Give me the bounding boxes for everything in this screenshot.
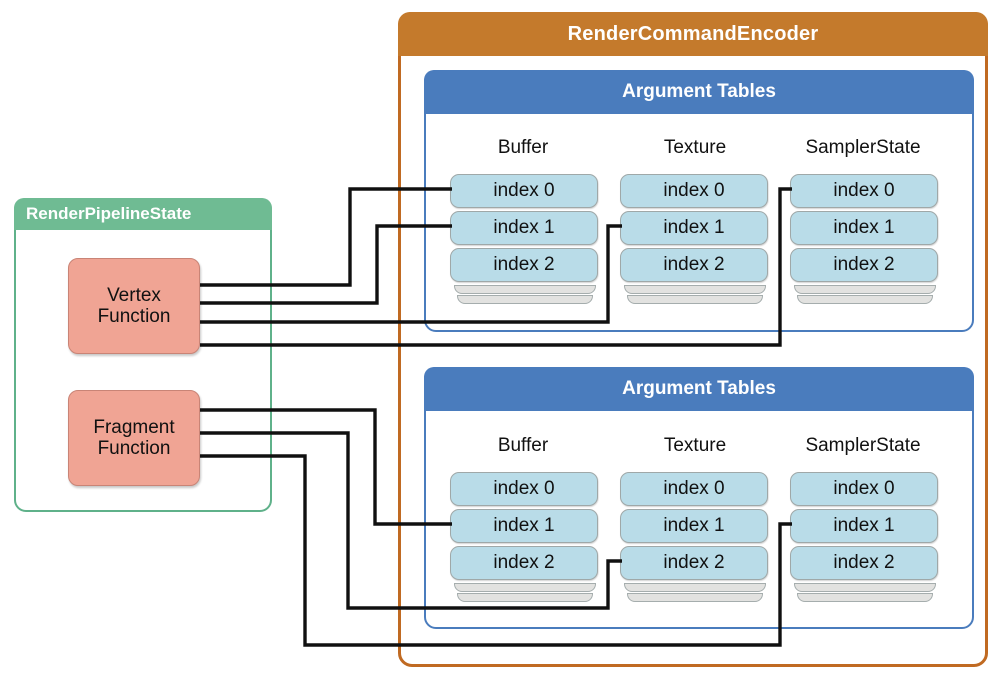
stack-shadow-layer	[794, 583, 936, 592]
argument-tables-header-vertex: Argument Tables	[424, 70, 974, 114]
index-stack-buffer-fragment: index 0 index 1 index 2	[450, 472, 600, 603]
index-stack-samplerstate-fragment: index 0 index 1 index 2	[790, 472, 940, 603]
index-cell[interactable]: index 0	[450, 472, 598, 506]
vertex-function-label-line2: Function	[97, 306, 171, 327]
stack-shadow-layer	[794, 285, 936, 294]
fragment-function-label-line1: Fragment	[93, 416, 175, 438]
argument-tables-title-vertex: Argument Tables	[622, 81, 776, 102]
stack-shadow-layer	[624, 583, 766, 592]
index-stack-texture-vertex: index 0 index 1 index 2	[620, 174, 770, 305]
render-command-encoder-title: RenderCommandEncoder	[567, 22, 819, 45]
stack-shadow-layer	[454, 583, 596, 592]
index-cell[interactable]: index 2	[450, 248, 598, 282]
stack-shadow-layer	[457, 295, 593, 304]
index-cell[interactable]: index 2	[620, 248, 768, 282]
vertex-function-box[interactable]: Vertex Function	[68, 258, 200, 354]
vertex-function-label-line1: Vertex	[107, 284, 161, 306]
argument-tables-header-fragment: Argument Tables	[424, 367, 974, 411]
index-cell[interactable]: index 2	[790, 248, 938, 282]
column-header-texture-vertex: Texture	[663, 137, 727, 158]
index-cell[interactable]: index 1	[450, 509, 598, 543]
index-stack-texture-fragment: index 0 index 1 index 2	[620, 472, 770, 603]
index-cell[interactable]: index 0	[450, 174, 598, 208]
render-pipeline-state-title: RenderPipelineState	[26, 204, 192, 223]
render-command-encoder-header: RenderCommandEncoder	[398, 12, 988, 56]
index-cell[interactable]: index 2	[620, 546, 768, 580]
index-cell[interactable]: index 0	[790, 174, 938, 208]
render-pipeline-state-header: RenderPipelineState	[14, 198, 272, 230]
column-header-samplerstate-fragment: SamplerState	[805, 435, 921, 456]
stack-shadow-layer	[454, 285, 596, 294]
index-cell[interactable]: index 1	[450, 211, 598, 245]
stack-shadow-layer	[797, 593, 933, 602]
index-cell[interactable]: index 1	[620, 211, 768, 245]
column-header-buffer-fragment: Buffer	[497, 435, 549, 456]
fragment-function-box[interactable]: Fragment Function	[68, 390, 200, 486]
index-cell[interactable]: index 0	[620, 174, 768, 208]
column-header-texture-fragment: Texture	[663, 435, 727, 456]
argument-tables-title-fragment: Argument Tables	[622, 378, 776, 399]
column-header-buffer-vertex: Buffer	[497, 137, 549, 158]
stack-shadow-layer	[457, 593, 593, 602]
fragment-function-label-line2: Function	[97, 438, 171, 459]
index-cell[interactable]: index 1	[620, 509, 768, 543]
index-cell[interactable]: index 0	[790, 472, 938, 506]
index-cell[interactable]: index 0	[620, 472, 768, 506]
index-cell[interactable]: index 1	[790, 211, 938, 245]
stack-shadow-layer	[797, 295, 933, 304]
index-stack-buffer-vertex: index 0 index 1 index 2	[450, 174, 600, 305]
index-cell[interactable]: index 2	[790, 546, 938, 580]
stack-shadow-layer	[624, 285, 766, 294]
index-cell[interactable]: index 1	[790, 509, 938, 543]
index-stack-samplerstate-vertex: index 0 index 1 index 2	[790, 174, 940, 305]
column-header-samplerstate-vertex: SamplerState	[805, 137, 921, 158]
stack-shadow-layer	[627, 593, 763, 602]
stack-shadow-layer	[627, 295, 763, 304]
index-cell[interactable]: index 2	[450, 546, 598, 580]
